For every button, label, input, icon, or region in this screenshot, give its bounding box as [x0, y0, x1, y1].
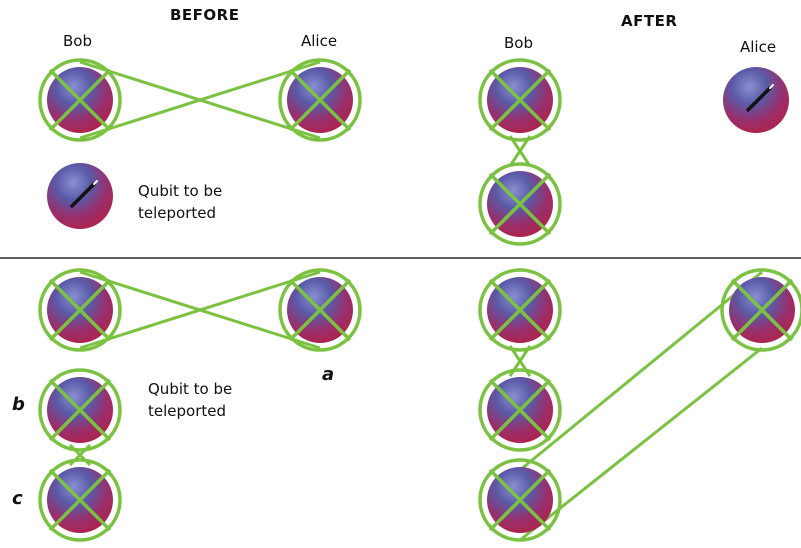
alice-label-after: Alice [740, 38, 777, 56]
entangled-qubit-icon-bob-top [38, 58, 122, 142]
entanglement-lines [68, 60, 763, 542]
qubit-caption-bottom: Qubit to be teleported [148, 380, 233, 420]
before-header: BEFORE [170, 6, 240, 24]
entangled-qubit-icon-after-bob-1 [478, 58, 562, 142]
entangled-qubit-icon-after-right [720, 268, 801, 352]
entangled-qubit-icon-a [278, 268, 362, 352]
label-a: a [322, 364, 335, 385]
bob-label-before: Bob [63, 32, 92, 50]
entangled-qubit-icon-alice-top [278, 58, 362, 142]
after-header: AFTER [621, 12, 678, 30]
alice-label-before: Alice [301, 32, 338, 50]
label-c: c [12, 488, 23, 509]
link-top-bob-alice-2 [79, 60, 321, 140]
entangled-qubit-icon-after-bottom-1 [478, 268, 562, 352]
entangled-qubit-icon-after-bottom-2 [478, 368, 562, 452]
label-b: b [12, 394, 25, 415]
entangled-qubit-icon-bottom-left [38, 268, 122, 352]
link-after-cross-2 [519, 346, 763, 542]
bob-label-after: Bob [504, 34, 533, 52]
entangled-qubit-icon-b [38, 368, 122, 452]
qubit-caption-top: Qubit to be teleported [138, 182, 223, 222]
link-bottom-a-2 [79, 270, 321, 350]
entangled-qubit-icon-after-bottom-3 [478, 458, 562, 542]
free-qubit-icon-top [45, 161, 115, 231]
free-qubit-icon-after-alice [721, 65, 791, 135]
entangled-qubit-icon-c [38, 458, 122, 542]
link-after-cross-1 [519, 270, 763, 472]
entangled-qubit-icon-after-bob-2 [478, 162, 562, 246]
